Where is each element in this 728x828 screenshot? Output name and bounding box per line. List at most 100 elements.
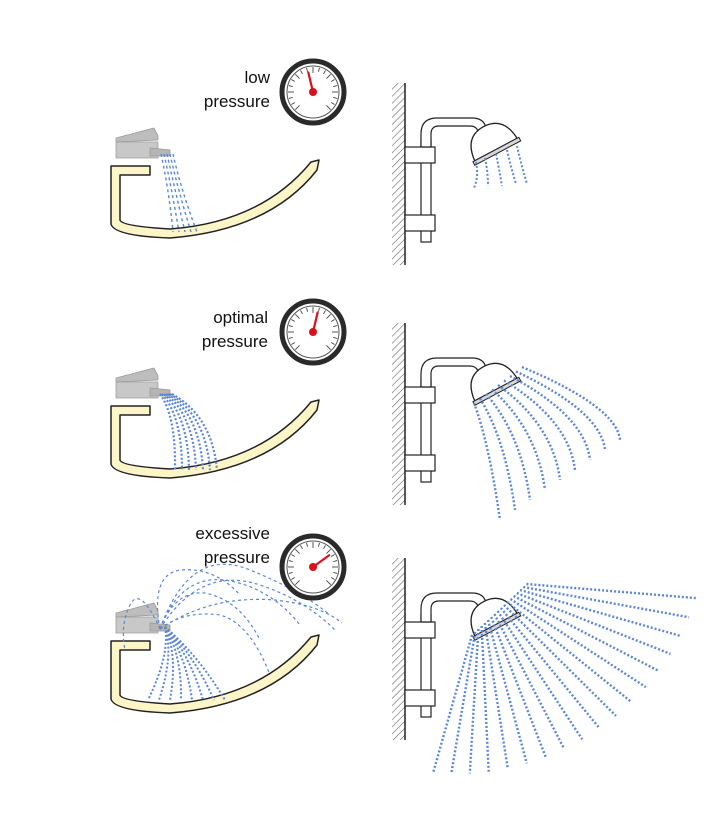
gauge-tick [318, 307, 320, 312]
spray-stream [493, 613, 566, 750]
gauge-tick [291, 342, 296, 345]
gauge-tick [295, 345, 300, 350]
gauge-tick [288, 337, 293, 339]
gauge-tick [295, 74, 300, 79]
gauge-tick [323, 545, 326, 550]
gauge-tick [295, 105, 300, 110]
gauge-tick [291, 102, 296, 105]
sink-icon [110, 367, 320, 479]
shower-spray [432, 582, 696, 775]
gauge-tick [333, 572, 338, 574]
spray-stream [515, 370, 607, 451]
water-stream [164, 626, 193, 701]
water-stream [159, 393, 177, 471]
gauge-tick [333, 337, 338, 339]
label-line1: low [244, 68, 270, 87]
gauge-tick [323, 310, 326, 315]
spray-stream [503, 604, 617, 717]
gauge-tick [326, 74, 331, 79]
shower-spray [472, 365, 622, 521]
spray-stream [450, 631, 477, 775]
gauge-tick [333, 325, 338, 327]
gauge-tick [295, 580, 300, 585]
pressure-gauge-icon [279, 58, 347, 126]
faucet-water [160, 153, 198, 233]
pipe-bracket-top [404, 621, 436, 639]
gauge-tick [330, 319, 335, 322]
pipe-bracket-top [404, 386, 436, 404]
spray-stream [509, 374, 592, 461]
water-arc [122, 598, 161, 651]
gauge-tick [330, 79, 335, 82]
spray-stream [526, 582, 696, 600]
water-stream [163, 153, 180, 233]
gauge-tick [326, 105, 331, 110]
gauge-tick [330, 102, 335, 105]
gauge-hub [309, 563, 317, 571]
water-stream [163, 393, 191, 471]
gauge-tick [333, 85, 338, 87]
spray-stream [509, 597, 647, 689]
shower-icon [392, 83, 522, 265]
spray-stream [468, 628, 480, 774]
sink-basin [110, 159, 320, 239]
spray-stream [484, 157, 489, 187]
gauge-tick [333, 560, 338, 562]
spray-stream [480, 625, 490, 772]
sink-basin [110, 399, 320, 479]
shower-head-dome [470, 122, 518, 162]
gauge-hub [309, 88, 317, 96]
spray-stream [519, 588, 681, 638]
gauge-tick [318, 542, 320, 547]
gauge-tick [291, 79, 296, 82]
spray-stream [490, 616, 547, 758]
gauge-hub [309, 328, 317, 336]
water-arc [159, 598, 343, 630]
row-excessive-pressure [110, 533, 696, 775]
gauge-tick [300, 70, 303, 75]
gauge-tick [291, 319, 296, 322]
wall-icon [392, 558, 405, 740]
label-line1: excessive [195, 524, 270, 543]
gauge-tick [288, 325, 293, 327]
pipe-bracket-bottom [404, 454, 436, 472]
water-stream [166, 153, 186, 233]
water-stream [164, 626, 226, 701]
faucet-lever [115, 367, 159, 383]
gauge-tick [295, 314, 300, 319]
gauge-tick [300, 545, 303, 550]
spray-stream [513, 594, 660, 673]
gauge-tick [318, 67, 320, 72]
gauge-tick [330, 577, 335, 580]
label-line2: pressure [203, 548, 270, 567]
label-low-pressure: low pressure [130, 66, 270, 114]
pipe-bracket-bottom [404, 689, 436, 707]
spray-stream [473, 161, 479, 189]
spray-stream [506, 149, 517, 185]
gauge-tick [306, 67, 308, 72]
sink-icon [110, 602, 320, 714]
gauge-tick [330, 554, 335, 557]
pressure-gauge-icon [279, 298, 347, 366]
row-optimal-pressure [110, 298, 622, 521]
gauge-tick [288, 97, 293, 99]
water-stream [161, 393, 184, 471]
shower-icon [392, 323, 522, 505]
spray-stream [516, 591, 671, 656]
spray-stream [472, 402, 502, 521]
gauge-tick [330, 342, 335, 345]
spray-stream [432, 634, 474, 773]
water-arc [159, 613, 271, 676]
pressure-gauge-icon [279, 533, 347, 601]
label-optimal-pressure: optimal pressure [128, 306, 268, 354]
water-arc [156, 569, 241, 630]
shower-icon [392, 558, 522, 740]
spray-stream [483, 622, 509, 769]
gauge-tick [306, 542, 308, 547]
gauge-tick [326, 580, 331, 585]
wall-icon [392, 83, 405, 265]
water-stream [167, 393, 205, 471]
gauge-tick [306, 307, 308, 312]
gauge-tick [300, 310, 303, 315]
spray-stream [503, 379, 577, 471]
